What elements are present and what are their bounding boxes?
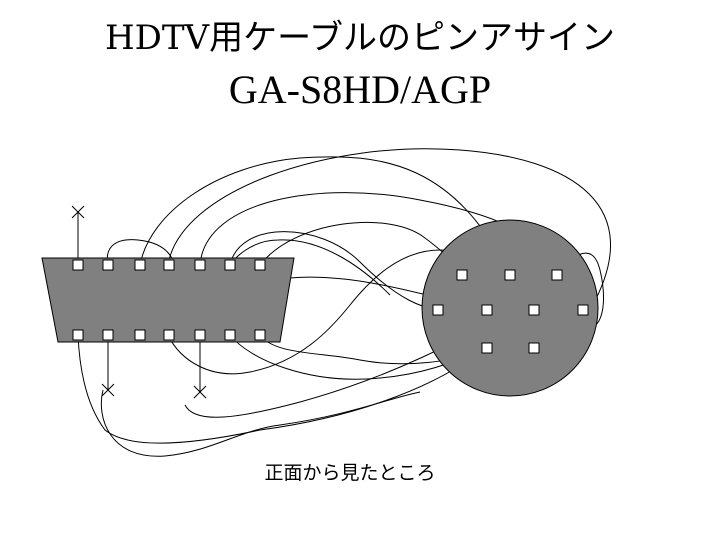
round-connector-pin: [481, 304, 493, 316]
connector-pin: [134, 259, 146, 271]
connector-pin: [72, 259, 84, 271]
wire: [77, 334, 481, 444]
round-connector-pin: [481, 342, 493, 354]
connector-pin: [194, 329, 206, 341]
nc-x-marker: [101, 383, 115, 397]
round-connector-pin: [528, 304, 540, 316]
round-connector-pin: [577, 304, 589, 316]
wire: [229, 231, 439, 311]
connector-pin: [224, 259, 236, 271]
wire: [100, 389, 421, 457]
connector-pin: [102, 259, 114, 271]
round-connector-pin: [456, 269, 468, 281]
caption-front-view: 正面から見たところ: [264, 462, 436, 484]
page-title: HDTV用ケーブルのピンアサイン: [104, 18, 616, 58]
connector-pin: [224, 329, 236, 341]
connector-pin: [102, 329, 114, 341]
round-connector-body: [421, 219, 599, 397]
connector-body: [41, 257, 295, 343]
connector-pin: [194, 259, 206, 271]
connector-pin: [134, 329, 146, 341]
connector-pin: [163, 329, 175, 341]
wire: [139, 156, 511, 276]
round-connector-pin: [504, 269, 516, 281]
connector-pin: [254, 259, 266, 271]
connector-pin: [72, 329, 84, 341]
round-connector-pin: [551, 269, 563, 281]
round-connector: [421, 219, 599, 397]
connector-pin: [163, 259, 175, 271]
page-subtitle-model: GA-S8HD/AGP: [228, 67, 492, 112]
wire: [167, 148, 611, 311]
wire: [106, 239, 176, 269]
connector-pin: [254, 329, 266, 341]
nc-markers: [71, 205, 207, 399]
round-connector-pin: [528, 342, 540, 354]
round-connector-pin: [432, 304, 444, 316]
dsub-connector: [41, 257, 295, 343]
nc-x-marker: [193, 385, 207, 399]
nc-x-marker: [71, 205, 85, 219]
